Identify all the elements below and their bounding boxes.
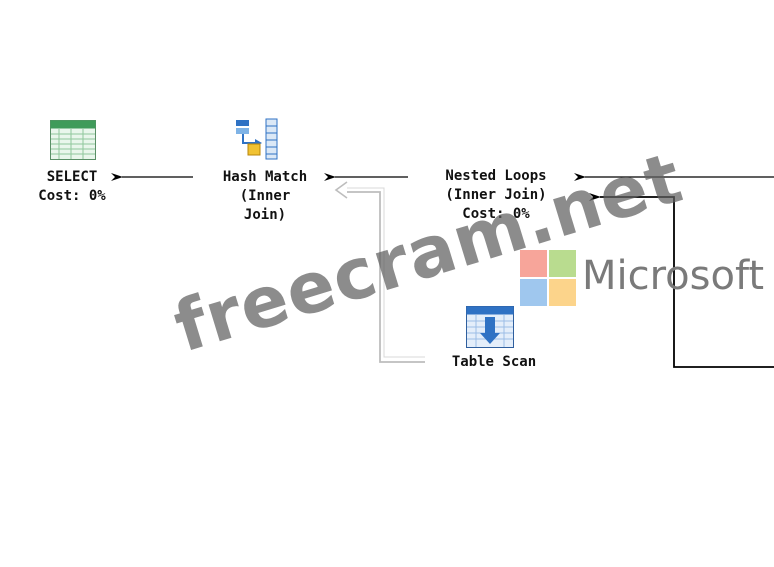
nested-loops-title: Nested Loops bbox=[445, 168, 547, 184]
select-node-title: SELECT bbox=[46, 169, 98, 185]
microsoft-logo-icon bbox=[520, 250, 576, 306]
table-scan-title: Table Scan bbox=[451, 354, 537, 370]
nested-loops-subtitle: (Inner Join) bbox=[445, 187, 547, 203]
table-scan-icon bbox=[466, 306, 514, 348]
nested-loops-node: Nested Loops (Inner Join) Cost: 0% bbox=[408, 167, 584, 224]
edge-right-to-nested-bottom bbox=[589, 193, 774, 368]
select-node: SELECT Cost: 0% bbox=[12, 168, 132, 206]
edge-tablescan-to-hash-inner bbox=[347, 187, 425, 358]
microsoft-watermark-text: Microsoft bbox=[582, 253, 765, 299]
select-result-icon bbox=[50, 120, 96, 160]
hash-match-subtitle: (Inner bbox=[239, 188, 291, 204]
hash-match-title: Hash Match bbox=[222, 169, 308, 185]
hash-match-icon bbox=[236, 118, 278, 160]
edge-tablescan-arrowhead bbox=[334, 181, 348, 199]
select-node-cost: Cost: 0% bbox=[38, 188, 106, 204]
nested-loops-cost: Cost: 0% bbox=[462, 206, 530, 222]
hash-match-node: Hash Match (Inner Join) bbox=[194, 168, 336, 225]
edge-tablescan-to-hash bbox=[347, 191, 425, 363]
table-scan-node: Table Scan bbox=[424, 353, 564, 372]
hash-match-subtitle-2: Join) bbox=[243, 207, 287, 223]
